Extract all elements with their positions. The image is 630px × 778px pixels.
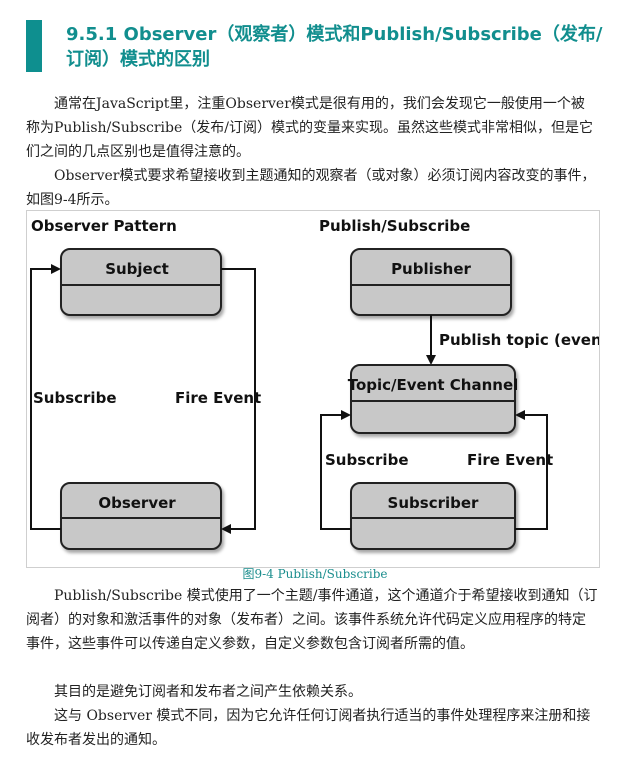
subject-box: Subject — [60, 248, 222, 316]
observer-label: Observer — [98, 494, 176, 512]
figure-caption: 图9-4 Publish/Subscribe — [242, 567, 388, 581]
paragraph-1: 通常在JavaScript里，注重Observer模式是很有用的，我们会发现它一… — [26, 96, 593, 160]
pubsub-fire-event-arrow — [515, 410, 548, 530]
publisher-box: Publisher — [350, 248, 512, 316]
section-heading: 9.5.1 Observer（观察者）模式和Publish/Subscribe（… — [26, 20, 606, 72]
fire-event-arrow — [221, 268, 256, 534]
publish-topic-label: Publish topic (event) — [439, 331, 599, 349]
publisher-label: Publisher — [391, 260, 471, 278]
channel-box: Topic/Event Channel — [348, 364, 519, 434]
subscriber-box: Subscriber — [350, 482, 516, 550]
paragraph-4: 其目的是避免订阅者和发布者之间产生依赖关系。 — [54, 684, 362, 700]
pubsub-fire-event-label: Fire Event — [467, 451, 553, 469]
pubsub-heading: Publish/Subscribe — [319, 217, 470, 235]
observer-pattern-heading: Observer Pattern — [31, 217, 177, 235]
observer-fire-event-label: Fire Event — [175, 389, 261, 407]
paragraph-3: Publish/Subscribe 模式使用了一个主题/事件通道，这个通道介于希… — [26, 588, 598, 652]
pubsub-subscribe-label: Subscribe — [325, 451, 409, 469]
section-title: 9.5.1 Observer（观察者）模式和Publish/Subscribe（… — [66, 24, 603, 70]
heading-accent-bar — [26, 20, 42, 72]
pubsub-subscribe-arrow — [320, 410, 351, 530]
paragraph-2: Observer模式要求希望接收到主题通知的观察者（或对象）必须订阅内容改变的事… — [26, 168, 596, 208]
subscribe-arrow — [30, 264, 61, 530]
observer-box: Observer — [60, 482, 222, 550]
pattern-diagram: Observer Pattern Subject Observer Subscr… — [30, 217, 599, 550]
observer-subscribe-label: Subscribe — [33, 389, 117, 407]
subject-label: Subject — [105, 260, 169, 278]
subscriber-label: Subscriber — [388, 494, 479, 512]
paragraph-5: 这与 Observer 模式不同，因为它允许任何订阅者执行适当的事件处理程序来注… — [26, 708, 591, 748]
figure-9-4: Observer Pattern Subject Observer Subscr… — [26, 210, 600, 568]
channel-label: Topic/Event Channel — [348, 376, 519, 394]
